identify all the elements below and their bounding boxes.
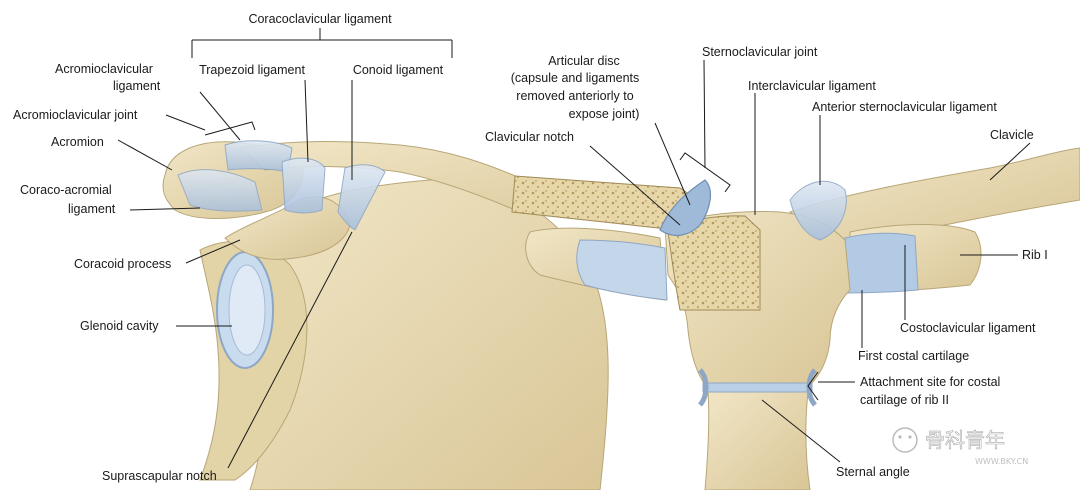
label-coracoclavicular-ligament: Coracoclavicular ligament	[248, 12, 392, 26]
label-clavicle: Clavicle	[990, 128, 1034, 142]
label-coraco-acromial-1: Coraco-acromial	[20, 183, 112, 197]
label-coraco-acromial-2: ligament	[68, 202, 116, 216]
first-costal-cartilage	[844, 232, 919, 294]
label-sternal-angle: Sternal angle	[836, 465, 910, 479]
costal-cartilage-left	[576, 239, 668, 301]
trapezoid-ligament-band	[281, 157, 326, 214]
label-trapezoid-ligament: Trapezoid ligament	[199, 63, 305, 77]
label-attachment-site-2: cartilage of rib II	[860, 393, 949, 407]
anterior-sternoclavicular-ligament	[789, 180, 847, 241]
sternum-body	[704, 391, 811, 490]
label-articular-disc-4: expose joint)	[569, 107, 640, 121]
watermark-text: 骨科青年	[925, 428, 1005, 452]
sternal-angle-joint	[702, 382, 813, 393]
glenoid-cavity-inner	[228, 264, 266, 356]
label-first-costal-cartilage: First costal cartilage	[858, 349, 969, 363]
rib-2-notch-left	[697, 368, 709, 407]
label-coracoid-process: Coracoid process	[74, 257, 171, 271]
label-costoclavicular-ligament: Costoclavicular ligament	[900, 321, 1036, 335]
conoid-ligament-band	[337, 164, 386, 231]
leader-lines	[117, 28, 1031, 469]
label-interclavicular-ligament: Interclavicular ligament	[748, 79, 876, 93]
label-glenoid-cavity: Glenoid cavity	[80, 319, 159, 333]
label-acromion: Acromion	[51, 135, 104, 149]
label-acromioclavicular-ligament-2: ligament	[113, 79, 161, 93]
label-acromioclavicular-ligament-1: Acromioclavicular	[55, 62, 153, 76]
label-conoid-ligament: Conoid ligament	[353, 63, 444, 77]
label-clavicular-notch: Clavicular notch	[485, 130, 574, 144]
watermark: 骨科青年 WWW.BKY.CN	[892, 427, 1028, 466]
label-suprascapular-notch: Suprascapular notch	[102, 469, 217, 483]
label-articular-disc-1: Articular disc	[548, 54, 620, 68]
label-anterior-sternoclavicular-ligament: Anterior sternoclavicular ligament	[812, 100, 997, 114]
coraco-acromial-ligament-band	[177, 169, 263, 212]
articular-disc	[659, 179, 712, 237]
label-articular-disc-3: removed anteriorly to	[516, 89, 633, 103]
label-rib-1: Rib I	[1022, 248, 1048, 262]
wechat-icon	[892, 427, 918, 453]
label-acromioclavicular-joint: Acromioclavicular joint	[13, 108, 138, 122]
label-articular-disc-2: (capsule and ligaments	[511, 71, 640, 85]
label-attachment-site-1: Attachment site for costal	[860, 375, 1000, 389]
label-sternoclavicular-joint: Sternoclavicular joint	[702, 45, 818, 59]
watermark-url: WWW.BKY.CN	[975, 457, 1028, 466]
